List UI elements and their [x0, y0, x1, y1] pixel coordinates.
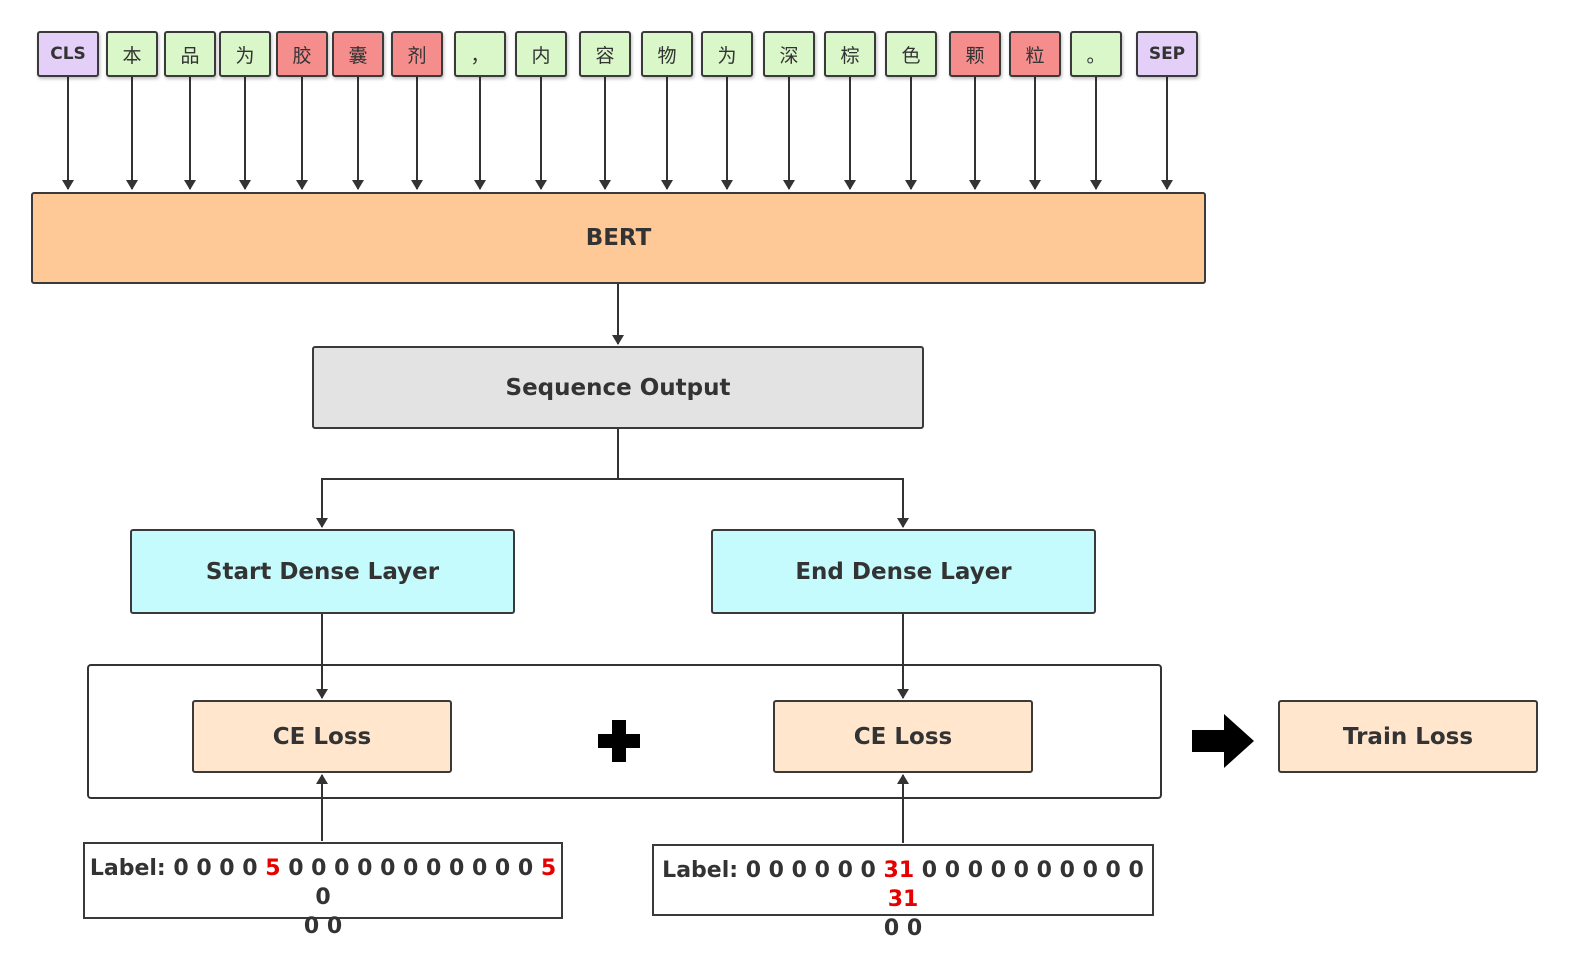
start-label-prefix: Label:: [89, 856, 174, 881]
loss-group-frame: [87, 664, 1162, 799]
token-12: 深: [763, 31, 815, 77]
end-label-line1: Label: 0 0 0 0 0 0 31 0 0 0 0 0 0 0 0 0 …: [654, 856, 1152, 914]
token-text: 颗: [965, 44, 985, 67]
token-text: 为: [717, 44, 737, 67]
start-dense-layer: Start Dense Layer: [130, 529, 515, 614]
label-highlight: 5: [540, 856, 557, 881]
end-label-prefix: Label:: [662, 858, 746, 883]
start-label-line1: Label: 0 0 0 0 5 0 0 0 0 0 0 0 0 0 0 0 5…: [85, 854, 561, 912]
token-text: 本: [122, 44, 142, 67]
start-dense-label: Start Dense Layer: [205, 558, 440, 585]
token-text: CLS: [50, 44, 86, 64]
plus-icon: [598, 720, 640, 762]
end-ce-loss-label: CE Loss: [853, 723, 953, 750]
start-ce-loss: CE Loss: [192, 700, 452, 773]
label-zeros: 0 0 0 0 0 0: [745, 858, 884, 883]
token-text: SEP: [1148, 44, 1186, 64]
token-text: 囊: [348, 44, 368, 67]
train-loss: Train Loss: [1278, 700, 1538, 773]
end-label-box: Label: 0 0 0 0 0 0 31 0 0 0 0 0 0 0 0 0 …: [652, 844, 1154, 941]
token-15: 颗: [949, 31, 1001, 77]
label-highlight: 31: [883, 858, 915, 883]
token-text: 剂: [407, 44, 427, 67]
token-14: 色: [885, 31, 937, 77]
token-text: 深: [779, 44, 799, 67]
end-label-sequence: 0 0 0 0 0 0 31 0 0 0 0 0 0 0 0 0 0 31: [746, 858, 1144, 912]
label-highlight: 5: [265, 856, 281, 881]
token-text: 为: [235, 44, 255, 67]
token-16: 粒: [1009, 31, 1061, 77]
start-label-sequence: 0 0 0 0 5 0 0 0 0 0 0 0 0 0 0 0 5 0: [173, 856, 556, 910]
bert-block: BERT: [31, 192, 1206, 284]
token-3: 为: [219, 31, 271, 77]
label-zeros: 0: [315, 885, 331, 910]
token-9: 容: [579, 31, 631, 77]
token-text: 胶: [292, 44, 312, 67]
token-1: 本: [106, 31, 158, 77]
token-11: 为: [701, 31, 753, 77]
train-loss-label: Train Loss: [1342, 723, 1474, 750]
token-text: 物: [657, 44, 677, 67]
token-text: 容: [595, 44, 615, 67]
token-text: 色: [901, 44, 921, 67]
end-ce-loss: CE Loss: [773, 700, 1033, 773]
label-zeros: 0 0 0 0 0 0 0 0 0 0: [914, 858, 1144, 883]
token-text: 内: [531, 44, 551, 67]
train-loss-arrow-icon: [1192, 714, 1254, 768]
sequence-output-label: Sequence Output: [505, 374, 731, 401]
token-5: 囊: [332, 31, 384, 77]
token-text: 品: [180, 44, 200, 67]
end-dense-layer: End Dense Layer: [711, 529, 1096, 614]
token-13: 棕: [824, 31, 876, 77]
start-label-box: Label: 0 0 0 0 5 0 0 0 0 0 0 0 0 0 0 0 5…: [83, 842, 563, 939]
token-text: ，: [470, 44, 490, 67]
token-10: 物: [641, 31, 693, 77]
token-arrows: [62, 77, 1173, 190]
start-ce-loss-label: CE Loss: [272, 723, 372, 750]
token-18: SEP: [1136, 31, 1198, 77]
token-text: 棕: [840, 44, 860, 67]
sequence-to-end-dense-arrow: [618, 478, 909, 528]
token-text: 粒: [1025, 44, 1045, 67]
label-highlight: 31: [887, 887, 919, 912]
bert-label: BERT: [585, 225, 652, 251]
sequence-to-start-dense-arrow: [316, 429, 619, 528]
end-dense-label: End Dense Layer: [795, 558, 1012, 585]
label-zeros: 0 0 0 0 0 0 0 0 0 0 0: [280, 856, 541, 881]
token-8: 内: [515, 31, 567, 77]
start-label-line2: 0 0: [303, 914, 343, 939]
end-label-line2: 0 0: [883, 916, 923, 941]
token-4: 胶: [276, 31, 328, 77]
token-17: 。: [1070, 31, 1122, 77]
label-zeros: 0 0 0 0: [173, 856, 266, 881]
token-7: ，: [454, 31, 506, 77]
token-0: CLS: [37, 31, 99, 77]
token-6: 剂: [391, 31, 443, 77]
token-2: 品: [164, 31, 216, 77]
sequence-output-block: Sequence Output: [312, 346, 924, 429]
token-text: 。: [1086, 44, 1106, 67]
